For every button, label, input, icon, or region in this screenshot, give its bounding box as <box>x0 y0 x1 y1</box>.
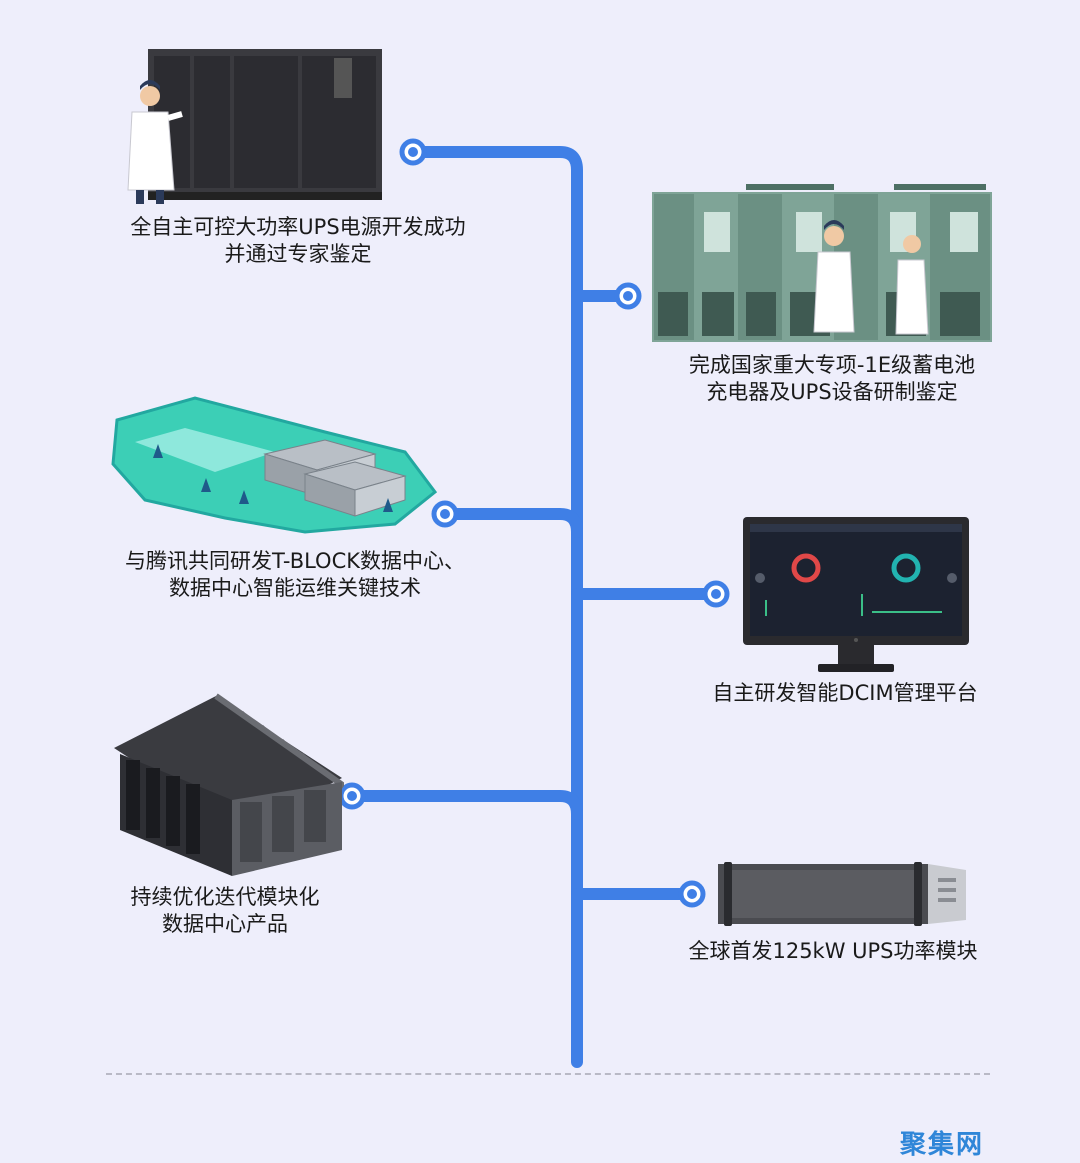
milestone-1-line-2: 并通过专家鉴定 <box>224 242 372 266</box>
milestone-5-caption: 持续优化迭代模块化 数据中心产品 <box>100 884 350 938</box>
milestone-2-line-1: 完成国家重大专项-1E级蓄电池 <box>688 353 976 377</box>
milestone-6-line-1: 全球首发125kW UPS功率模块 <box>688 939 978 963</box>
green-cabinet-illustration <box>652 184 992 342</box>
ups-cabinet-illustration <box>127 49 382 204</box>
bottom-divider <box>106 1073 990 1075</box>
branch-5 <box>346 790 583 820</box>
milestone-3-caption: 与腾讯共同研发T-BLOCK数据中心、 数据中心智能运维关键技术 <box>96 548 494 602</box>
milestone-1-line-1: 全自主可控大功率UPS电源开发成功 <box>130 215 466 239</box>
milestone-3-line-2: 数据中心智能运维关键技术 <box>169 576 421 600</box>
dcim-monitor-illustration <box>743 517 969 672</box>
milestone-3-line-1: 与腾讯共同研发T-BLOCK数据中心、 <box>124 549 466 573</box>
milestone-2-line-2: 充电器及UPS设备研制鉴定 <box>706 380 958 404</box>
milestone-5-line-1: 持续优化迭代模块化 <box>130 885 320 909</box>
milestone-1-caption: 全自主可控大功率UPS电源开发成功 并通过专家鉴定 <box>100 214 496 268</box>
branch-3 <box>439 508 583 538</box>
modular-datacenter-illustration <box>114 693 344 876</box>
timeline-trunk <box>404 146 583 1068</box>
data-center-park-illustration <box>111 396 438 534</box>
milestone-6-caption: 全球首发125kW UPS功率模块 <box>666 938 1000 965</box>
ups-module-illustration <box>718 862 966 926</box>
milestone-4-caption: 自主研发智能DCIM管理平台 <box>690 680 1000 707</box>
milestone-2-caption: 完成国家重大专项-1E级蓄电池 充电器及UPS设备研制鉴定 <box>660 352 1004 406</box>
watermark-logo: 聚集网 <box>900 1130 985 1160</box>
milestone-4-line-1: 自主研发智能DCIM管理平台 <box>712 681 978 705</box>
milestone-5-line-2: 数据中心产品 <box>162 912 288 936</box>
